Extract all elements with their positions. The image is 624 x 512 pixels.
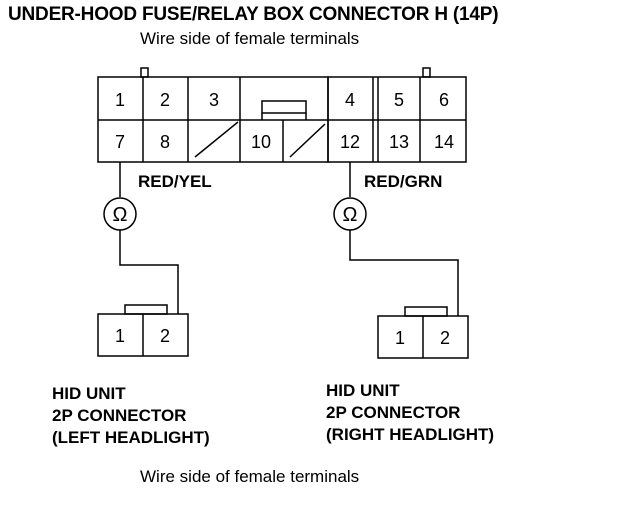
pin-5: 5 — [394, 90, 404, 110]
connector-h-empty-cavity-9 — [194, 121, 239, 158]
left-2p-pin-2: 2 — [160, 326, 170, 346]
pin-1: 1 — [115, 90, 125, 110]
pin-13: 13 — [389, 132, 409, 152]
right-unit-line2: 2P CONNECTOR — [326, 403, 461, 422]
right-unit-line1: HID UNIT — [326, 381, 400, 400]
left-2p-pin-1: 1 — [115, 326, 125, 346]
right-unit-label: HID UNIT 2P CONNECTOR (RIGHT HEADLIGHT) — [326, 380, 494, 446]
right-unit-line3: (RIGHT HEADLIGHT) — [326, 425, 495, 444]
right-wire-color: RED/GRN — [364, 172, 443, 191]
left-unit-label: HID UNIT 2P CONNECTOR (LEFT HEADLIGHT) — [52, 383, 210, 449]
connector-h-empty-cavity-11 — [289, 123, 326, 158]
pin-3: 3 — [209, 90, 219, 110]
diagram-subtitle: Wire side of female terminals — [140, 29, 360, 48]
pin-10: 10 — [251, 132, 271, 152]
left-wire-color: RED/YEL — [138, 172, 212, 191]
diagram-title: UNDER-HOOD FUSE/RELAY BOX CONNECTOR H (1… — [8, 4, 499, 25]
right-2p-pin-1: 1 — [395, 328, 405, 348]
right-2p-pin-2: 2 — [440, 328, 450, 348]
pin-12: 12 — [340, 132, 360, 152]
pin-7: 7 — [115, 132, 125, 152]
left-unit-line3: (LEFT HEADLIGHT) — [52, 428, 210, 447]
pin-14: 14 — [434, 132, 454, 152]
connector-h-latch — [261, 100, 307, 114]
left-unit-line1: HID UNIT — [52, 384, 126, 403]
right-ohm-symbol: Ω — [343, 204, 358, 226]
pin-4: 4 — [345, 90, 355, 110]
left-ohm-symbol: Ω — [113, 204, 128, 226]
left-unit-line2: 2P CONNECTOR — [52, 406, 187, 425]
footer-note: Wire side of female terminals — [140, 467, 360, 486]
pin-2: 2 — [160, 90, 170, 110]
pin-8: 8 — [160, 132, 170, 152]
pin-6: 6 — [439, 90, 449, 110]
